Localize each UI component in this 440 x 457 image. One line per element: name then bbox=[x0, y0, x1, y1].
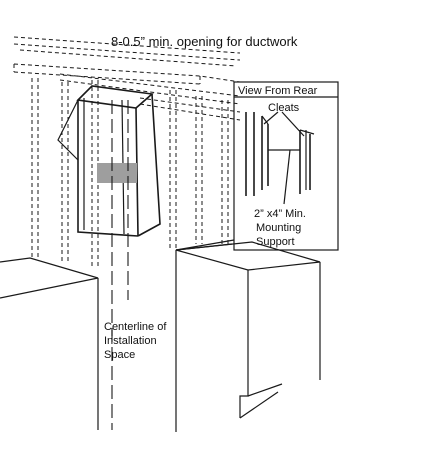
mounting-support-label-line2: Mounting bbox=[256, 222, 301, 234]
range-hood bbox=[57, 85, 161, 237]
centerline-label-line2: Installation bbox=[104, 335, 157, 347]
centerline-label-line1: Centerline of bbox=[104, 321, 167, 333]
rear-view-inset bbox=[175, 81, 339, 251]
view-from-rear-title: View From Rear bbox=[238, 85, 318, 97]
centerline bbox=[111, 100, 129, 430]
wall-studs bbox=[31, 78, 229, 268]
mounting-support-label-line3: Support bbox=[256, 236, 295, 248]
cleats-label: Cleats bbox=[268, 102, 300, 114]
mounting-support-label-line1: 2” x4” Min. bbox=[254, 208, 306, 220]
inset-frame bbox=[233, 81, 339, 251]
right-cabinet bbox=[175, 241, 321, 432]
left-countertop bbox=[0, 257, 99, 430]
centerline-label-line3: Space bbox=[104, 349, 135, 361]
ceiling-framing bbox=[13, 36, 241, 121]
mounting-band bbox=[97, 163, 137, 183]
ductwork-opening-label: 8-0.5” min. opening for ductwork bbox=[111, 34, 298, 49]
